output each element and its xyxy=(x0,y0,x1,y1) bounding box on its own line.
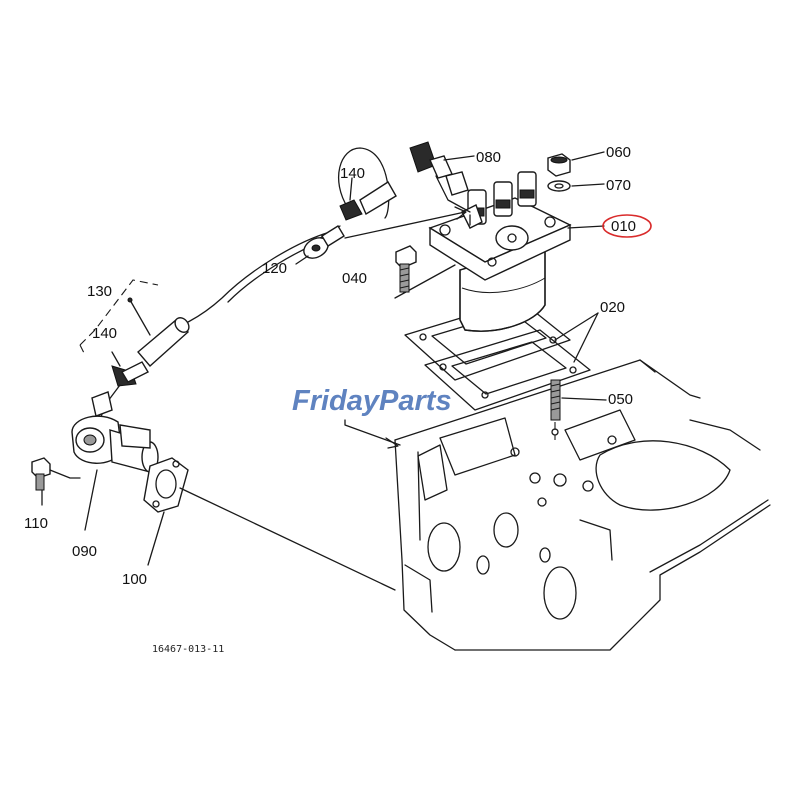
highlight-ring-010 xyxy=(602,214,652,238)
label-090: 090 xyxy=(72,543,97,560)
block-arrow-head xyxy=(385,437,399,449)
leader-080 xyxy=(443,155,475,161)
washer-070 xyxy=(547,180,571,192)
block-axis-line xyxy=(344,419,401,446)
label-110: 110 xyxy=(24,515,48,532)
label-080: 080 xyxy=(476,149,501,166)
feed-pump-090 xyxy=(71,391,159,473)
banjo-120 xyxy=(303,225,345,259)
injection-pump-010 xyxy=(428,171,572,332)
leader-010 xyxy=(567,225,605,229)
watermark-text: FridayParts xyxy=(292,385,452,417)
gasket-100 xyxy=(143,457,189,513)
label-140-left: 140 xyxy=(92,325,117,342)
label-040: 040 xyxy=(342,270,367,287)
label-100: 100 xyxy=(122,571,147,588)
group-bracket-130 xyxy=(79,279,159,346)
watermark-parts: Parts xyxy=(379,385,452,417)
label-130: 130 xyxy=(87,283,112,300)
nut-060 xyxy=(547,153,571,177)
bolt-110 xyxy=(31,457,51,491)
engine-block xyxy=(394,359,771,651)
label-060: 060 xyxy=(606,144,631,161)
leader-140-left xyxy=(111,351,121,367)
pump-arrow-head xyxy=(454,206,467,220)
group-bracket-tick xyxy=(79,344,86,356)
label-140-top: 140 xyxy=(340,165,365,182)
leader-050 xyxy=(561,397,607,401)
bolt-040 xyxy=(395,245,417,293)
watermark: FridayParts xyxy=(292,385,452,417)
label-020: 020 xyxy=(600,299,625,316)
leader-120 xyxy=(295,255,309,265)
bolt-110-line xyxy=(49,469,81,479)
label-120: 120 xyxy=(262,260,287,277)
callout-labels: 080 060 070 010 020 040 050 120 140 130 … xyxy=(24,144,652,655)
label-050: 050 xyxy=(608,391,633,408)
label-010: 010 xyxy=(611,218,636,235)
stud-050 xyxy=(550,379,561,440)
drawing-number: 16467-013-11 xyxy=(152,644,224,655)
leader-060 xyxy=(571,151,605,161)
fuel-hose-130 xyxy=(127,297,190,367)
leader-100 xyxy=(147,511,165,566)
label-070: 070 xyxy=(606,177,631,194)
leader-090 xyxy=(84,469,98,531)
pump-arrow-line xyxy=(344,211,466,239)
feed-pump-axis-line xyxy=(179,487,396,591)
clamp-140-lower xyxy=(111,361,149,387)
leader-140-top xyxy=(349,177,353,201)
leader-070 xyxy=(571,183,605,187)
fitting-080 xyxy=(409,141,471,213)
watermark-friday: Friday xyxy=(292,385,381,417)
